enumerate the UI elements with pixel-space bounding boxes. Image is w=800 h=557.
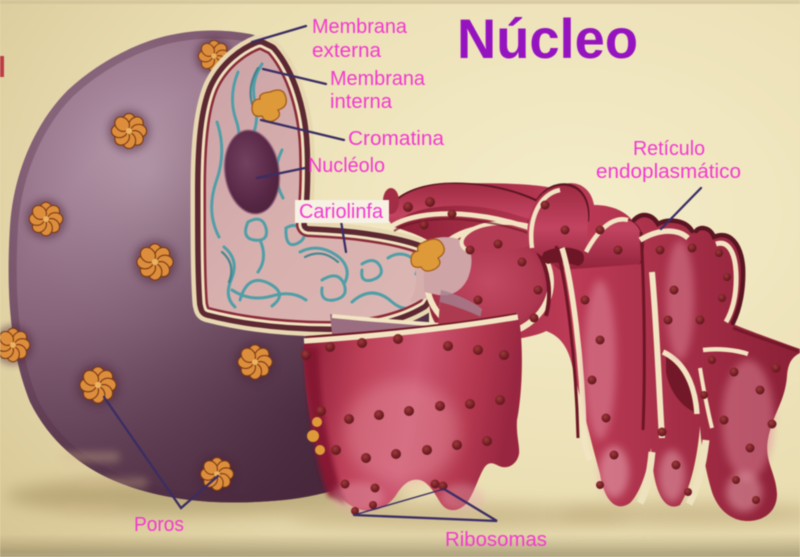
svg-text:Retículo: Retículo <box>633 138 705 160</box>
svg-text:Cromatina: Cromatina <box>348 128 445 150</box>
svg-text:Cariolinfa: Cariolinfa <box>299 201 384 223</box>
svg-text:Núcleo: Núcleo <box>457 7 638 70</box>
svg-text:Poros: Poros <box>134 514 184 536</box>
svg-text:endoplasmático: endoplasmático <box>596 161 741 183</box>
svg-text:interna: interna <box>330 91 393 113</box>
svg-text:Membrana: Membrana <box>312 16 408 38</box>
svg-text:externa: externa <box>312 40 382 62</box>
svg-text:Membrana: Membrana <box>330 68 426 90</box>
svg-text:Nucléolo: Nucléolo <box>308 155 385 177</box>
svg-text:Ribosomas: Ribosomas <box>445 529 547 551</box>
